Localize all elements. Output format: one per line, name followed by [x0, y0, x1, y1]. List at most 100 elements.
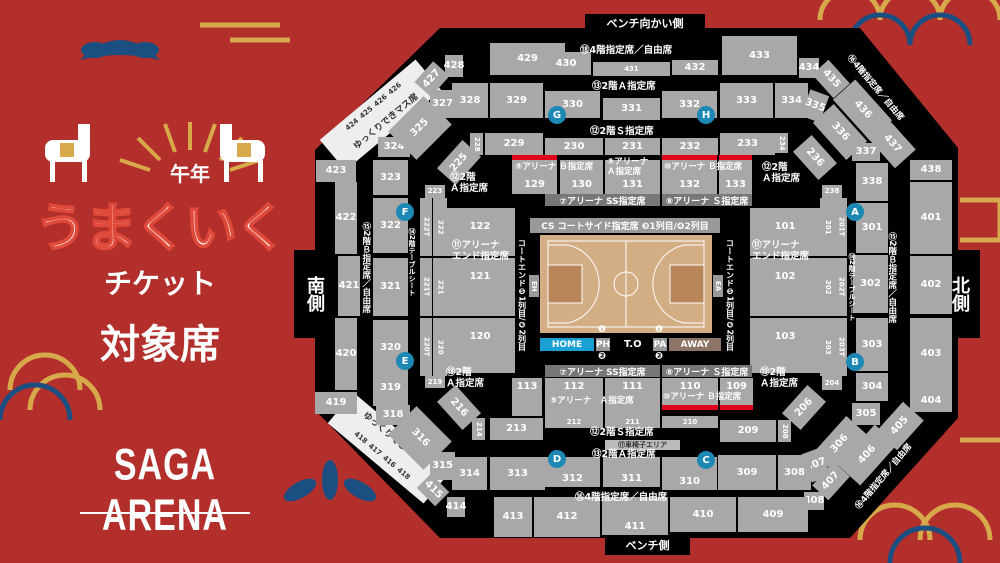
section-302[interactable]: 302: [853, 255, 888, 313]
section-423[interactable]: 423: [316, 160, 356, 182]
section-209[interactable]: 209: [720, 420, 776, 442]
section-130[interactable]: 130: [560, 160, 603, 194]
section-338[interactable]: 338: [856, 163, 888, 201]
section-133[interactable]: 133: [719, 160, 752, 194]
section-234[interactable]: 234: [775, 133, 788, 153]
section-409[interactable]: 409: [738, 497, 808, 532]
section-229[interactable]: 229: [485, 133, 543, 155]
section-220T[interactable]: 220T: [420, 318, 432, 376]
seat-category-label: ⑬2階 Ａ指定席: [760, 367, 799, 389]
section-230[interactable]: 230: [545, 138, 603, 155]
section-101[interactable]: 101: [750, 208, 820, 256]
section-422[interactable]: 422: [335, 182, 357, 254]
section-438[interactable]: 438: [910, 160, 952, 180]
section-102[interactable]: 102: [750, 258, 820, 316]
section-309[interactable]: 309: [718, 455, 776, 490]
section-202[interactable]: 202: [820, 258, 835, 316]
section-414[interactable]: 414: [446, 497, 466, 517]
section-131[interactable]: 131: [605, 160, 660, 194]
section-403[interactable]: 403: [910, 318, 952, 390]
section-308[interactable]: 308: [778, 455, 811, 490]
section-314[interactable]: 314: [452, 457, 487, 490]
section-220[interactable]: 220: [433, 318, 447, 376]
section-319[interactable]: 319: [373, 370, 408, 406]
section-203[interactable]: 203: [820, 318, 835, 376]
section-430[interactable]: 430: [541, 52, 591, 75]
section-311[interactable]: 311: [603, 457, 660, 487]
section-238[interactable]: 238: [822, 185, 842, 198]
section-331[interactable]: 331: [603, 98, 660, 120]
section-408[interactable]: 408: [804, 492, 824, 510]
section-219[interactable]: 219: [425, 376, 445, 388]
section-221T[interactable]: 221T: [420, 258, 432, 316]
section-410[interactable]: 410: [670, 497, 736, 532]
section-232[interactable]: 232: [662, 138, 718, 155]
seat-category-label: ⑬2階Ａ指定席: [592, 81, 656, 92]
section-210[interactable]: 210: [662, 416, 718, 428]
court-end-left-strip[interactable]: コートエンド❺1列目/❻2列目: [517, 238, 527, 352]
section-421[interactable]: 421: [338, 256, 360, 316]
section-222T[interactable]: 222T: [420, 198, 432, 256]
zone-strip: ⑦アリーナ SS指定席: [545, 194, 660, 207]
section-112[interactable]: 112: [545, 378, 603, 416]
section-413[interactable]: 413: [494, 497, 532, 537]
section-103[interactable]: 103: [750, 318, 820, 373]
section-204[interactable]: 204: [822, 376, 842, 390]
section-110[interactable]: 110: [662, 378, 718, 405]
section-214[interactable]: 214: [472, 418, 485, 440]
away-bench[interactable]: AWAY: [669, 338, 721, 351]
section-313[interactable]: 313: [490, 457, 545, 490]
court-lines: [547, 240, 705, 328]
section-433[interactable]: 433: [722, 36, 797, 75]
section-318[interactable]: 318: [376, 405, 410, 425]
section-208[interactable]: 208: [778, 420, 791, 442]
section-213[interactable]: 213: [490, 418, 543, 440]
section-223[interactable]: 223: [425, 185, 445, 198]
section-305[interactable]: 305: [852, 403, 880, 425]
section-120[interactable]: 120: [445, 318, 515, 373]
section-411[interactable]: 411: [602, 497, 668, 535]
home-bench[interactable]: HOME: [540, 338, 594, 351]
section-222[interactable]: 222: [433, 198, 447, 256]
relax-section-number: 426: [386, 80, 404, 97]
section-404[interactable]: 404: [910, 390, 952, 412]
section-231[interactable]: 231: [605, 138, 660, 155]
section-322[interactable]: 322: [373, 198, 408, 253]
section-203T[interactable]: 203T: [835, 318, 847, 376]
section-431[interactable]: 431: [593, 62, 670, 76]
section-323[interactable]: 323: [373, 160, 408, 195]
section-132[interactable]: 132: [662, 160, 717, 194]
section-328[interactable]: 328: [452, 83, 488, 118]
relax-section-number: 425: [358, 104, 375, 121]
section-121[interactable]: 121: [445, 258, 515, 316]
relax-section-number: 424: [343, 116, 361, 133]
section-212[interactable]: 212: [545, 416, 603, 428]
section-111[interactable]: 111: [605, 378, 660, 416]
section-420[interactable]: 420: [335, 318, 357, 390]
section-432[interactable]: 432: [672, 60, 718, 75]
section-122[interactable]: 122: [445, 208, 515, 256]
section-129[interactable]: 129: [512, 160, 557, 194]
section-337[interactable]: 337: [852, 143, 880, 161]
ph-seats[interactable]: PH: [595, 338, 611, 351]
pa-seats[interactable]: PA: [653, 338, 667, 351]
section-401[interactable]: 401: [910, 182, 952, 254]
section-201T[interactable]: 201T: [835, 198, 847, 256]
section-412[interactable]: 412: [534, 497, 600, 537]
section-211[interactable]: 211: [605, 416, 660, 428]
court-side-strip[interactable]: CS コートサイド指定席 ❸1列目/❹2列目: [530, 218, 720, 233]
section-419[interactable]: 419: [315, 392, 357, 414]
section-233[interactable]: 233: [720, 133, 775, 155]
section-428[interactable]: 428: [444, 55, 464, 77]
section-201[interactable]: 201: [820, 198, 835, 256]
section-221[interactable]: 221: [433, 258, 447, 316]
section-333[interactable]: 333: [720, 83, 773, 118]
section-304[interactable]: 304: [856, 373, 888, 401]
section-321[interactable]: 321: [373, 258, 408, 316]
section-113[interactable]: 113: [512, 378, 542, 416]
court-end-right-strip[interactable]: コートエンド❺1列目/❻2列目: [725, 238, 735, 352]
section-402[interactable]: 402: [910, 256, 952, 314]
section-202T[interactable]: 202T: [835, 258, 847, 316]
section-329[interactable]: 329: [490, 83, 543, 118]
section-109[interactable]: 109: [720, 378, 753, 405]
